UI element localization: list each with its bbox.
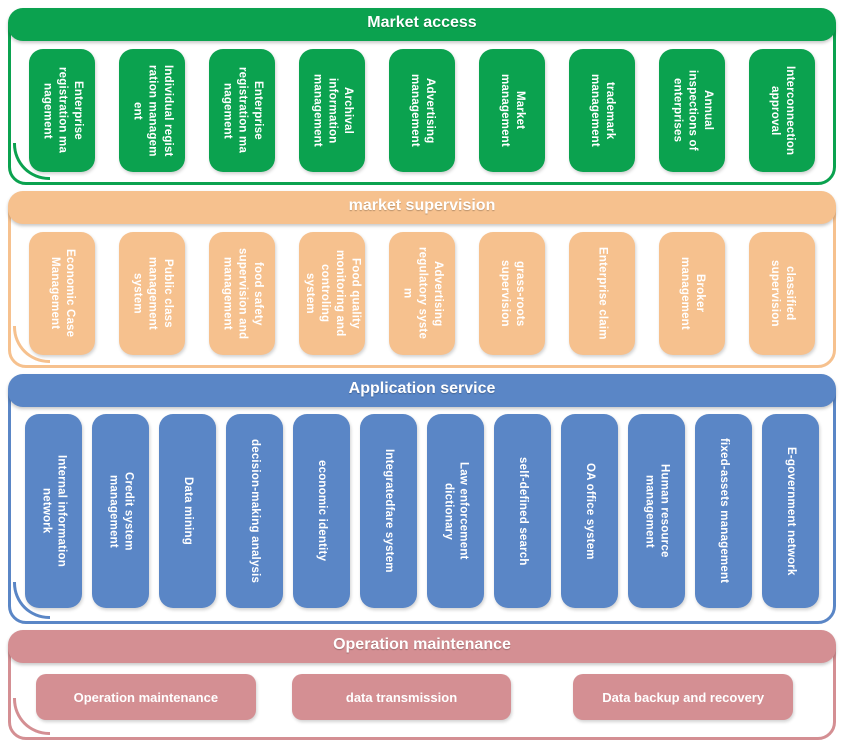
application-service-item: E-government network (762, 414, 819, 608)
section-market-supervision: market supervision Economic Case Managem… (8, 191, 836, 368)
item-label: Individual regist ration managem ent (131, 64, 174, 157)
section-market-access: Market access Enterprise registration ma… (8, 8, 836, 185)
item-label: decision-making analysis (249, 438, 262, 584)
application-service-item: Credit system management (92, 414, 149, 608)
market-supervision-item: food safety supervision and management (209, 232, 275, 355)
market-access-item: trademark management (569, 49, 635, 172)
item-label: Enterprise registration ma nagement (221, 67, 264, 154)
application-service-title: Application service (8, 374, 836, 407)
item-label: Interconnection approval (769, 65, 797, 156)
item-label: Internal information network (40, 455, 68, 567)
item-label: Integratedfare system (383, 449, 396, 573)
application-service-item: Data mining (159, 414, 216, 608)
item-label: Public class management system (131, 257, 174, 330)
market-access-item: Enterprise registration ma nagement (29, 49, 95, 172)
market-supervision-item: grass-roots supervision (479, 232, 545, 355)
market-supervision-item: classified supervision (749, 232, 815, 355)
operation-maintenance-title: Operation maintenance (8, 630, 836, 663)
section-application-service: Application service Internal information… (8, 374, 836, 624)
item-label: E-government network (785, 446, 798, 576)
section-operation-maintenance: Operation maintenance Operation maintena… (8, 630, 836, 740)
item-label: self-defined search (517, 456, 530, 566)
item-label: Credit system management (107, 471, 135, 551)
item-label: grass-roots supervision (499, 260, 527, 327)
market-supervision-item: Enterprise claim (569, 232, 635, 355)
application-service-item: Human resource management (628, 414, 685, 608)
market-access-item: Interconnection approval (749, 49, 815, 172)
market-access-title: Market access (8, 8, 836, 41)
item-label: trademark management (589, 74, 617, 147)
market-access-item: Enterprise registration ma nagement (209, 49, 275, 172)
market-supervision-item: Economic Case Management (29, 232, 95, 355)
item-label: fixed-assets management (718, 438, 731, 584)
market-supervision-items: Economic Case Management Public class ma… (11, 224, 833, 365)
market-access-item: Archival information management (299, 49, 365, 172)
item-label: Advertising regulatory syste m (401, 247, 444, 340)
item-label: food safety supervision and management (221, 247, 264, 340)
market-access-item: Annual inspections of enterprises (659, 49, 725, 172)
item-label: Advertising management (409, 74, 437, 147)
operation-maintenance-item: Data backup and recovery (573, 674, 794, 720)
item-label: Enterprise claim (596, 247, 609, 340)
operation-maintenance-item: Operation maintenance (36, 674, 256, 720)
application-service-item: Law enforcement dictionary (427, 414, 484, 608)
market-supervision-item: Advertising regulatory syste m (389, 232, 455, 355)
market-access-items: Enterprise registration ma nagement Indi… (11, 41, 833, 182)
item-label: Law enforcement dictionary (442, 462, 470, 560)
item-label: classified supervision (769, 260, 797, 327)
market-supervision-item: Public class management system (119, 232, 185, 355)
item-label: Human resource management (643, 464, 671, 558)
application-service-item: decision-making analysis (226, 414, 283, 608)
market-access-item: Market management (479, 49, 545, 172)
item-label: Enterprise registration ma nagement (41, 67, 84, 154)
application-service-items: Internal information network Credit syst… (11, 407, 833, 621)
application-service-item: OA office system (561, 414, 618, 608)
item-label: Data mining (182, 476, 195, 545)
item-label: Market management (499, 74, 527, 147)
application-service-item: Internal information network (25, 414, 82, 608)
market-supervision-title: market supervision (8, 191, 836, 224)
market-access-item: Individual regist ration managem ent (119, 49, 185, 172)
item-label: Broker management (679, 257, 707, 330)
application-service-item: fixed-assets management (695, 414, 752, 608)
market-supervision-item: Broker management (659, 232, 725, 355)
operation-maintenance-items: Operation maintenance data transmission … (11, 663, 833, 737)
item-label: Archival information management (311, 74, 354, 147)
operation-maintenance-item: data transmission (291, 674, 512, 720)
item-label: OA office system (584, 462, 597, 560)
market-supervision-item: Food quality monitoring and controling s… (299, 232, 365, 355)
item-label: economic identity (316, 460, 329, 562)
item-label: Annual inspections of enterprises (671, 70, 714, 151)
application-service-item: Integratedfare system (360, 414, 417, 608)
item-label: Food quality monitoring and controling s… (303, 250, 362, 337)
application-service-item: self-defined search (494, 414, 551, 608)
application-service-item: economic identity (293, 414, 350, 608)
item-label: Economic Case Management (49, 249, 77, 338)
market-access-item: Advertising management (389, 49, 455, 172)
